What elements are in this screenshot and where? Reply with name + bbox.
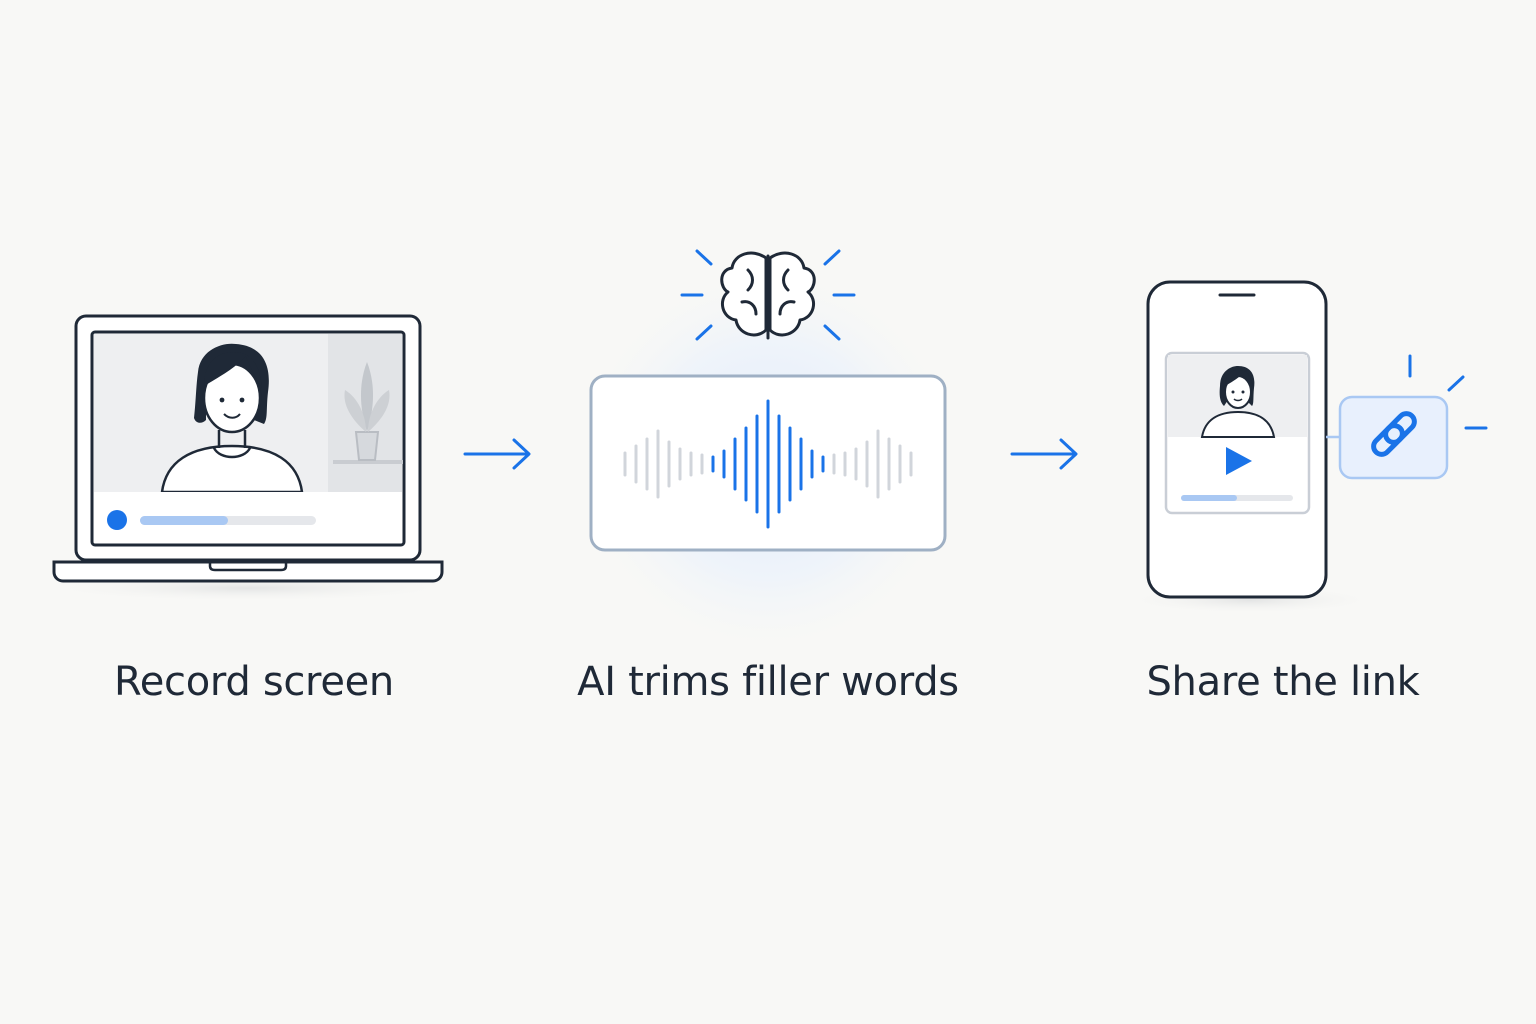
spark-lines [680, 249, 856, 341]
arrow-right-icon [1010, 438, 1078, 470]
video-progress-fill [1181, 495, 1237, 501]
brain-icon [720, 251, 816, 340]
spark-lines [1408, 354, 1488, 430]
recording-progress-fill [140, 516, 228, 525]
record-dot-icon [107, 510, 127, 530]
brain-waveform-icon [568, 249, 968, 660]
step-label-trim: AI trims filler words [577, 659, 959, 705]
step-label-share: Share the link [1146, 659, 1420, 705]
audio-waveform [623, 399, 913, 529]
link-badge [1338, 395, 1449, 480]
step-label-record: Record screen [114, 659, 394, 705]
laptop-recording-icon [33, 314, 463, 602]
plant-icon [333, 362, 403, 464]
person-avatar-small [1200, 366, 1276, 438]
phone-link-icon [1120, 280, 1488, 614]
play-icon [1226, 447, 1252, 475]
arrow-right-icon [463, 438, 531, 470]
link-icon [1371, 411, 1417, 457]
person-avatar [160, 343, 304, 494]
